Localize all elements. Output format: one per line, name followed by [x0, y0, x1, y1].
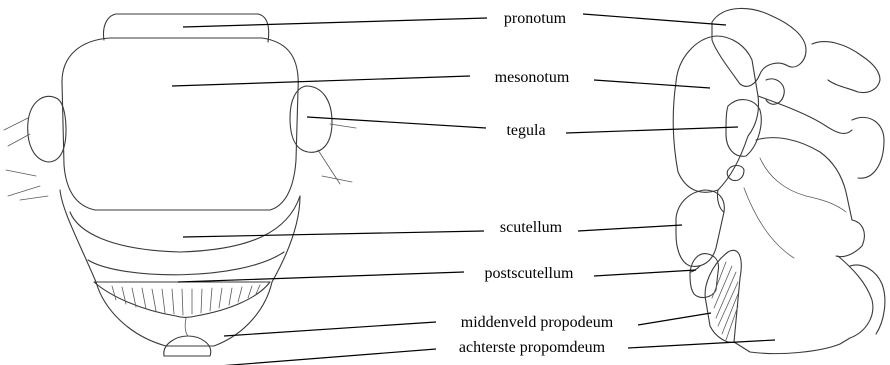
body-side-left — [60, 190, 96, 282]
wing-base-left — [4, 118, 48, 200]
dorsal-view — [4, 14, 356, 356]
leader-scutellum-left — [183, 231, 484, 237]
propodeum-middenveld-dorsal — [94, 282, 270, 318]
label-mesonotum: mesonotum — [495, 69, 570, 86]
label-middenveld-propodeum: middenveld propodeum — [461, 314, 614, 331]
leader-lines — [172, 14, 775, 365]
leader-tegula-left — [307, 117, 486, 128]
leader-achterste-left — [206, 349, 436, 365]
label-scutellum: scutellum — [500, 219, 563, 236]
leader-achterste-right — [628, 340, 775, 348]
mesopleuron-seam — [744, 158, 846, 258]
hind-lobe-lateral — [852, 117, 884, 178]
leader-middenveld-right — [638, 313, 711, 325]
label-pronotum: pronotum — [504, 10, 567, 27]
leader-pronotum-right — [583, 14, 726, 25]
label-tegula: tegula — [506, 122, 545, 139]
leader-postscutellum-left — [178, 272, 464, 282]
body-side-right — [272, 196, 300, 282]
leader-scutellum-right — [578, 225, 682, 231]
leader-pronotum-left — [183, 18, 487, 27]
tegula-left — [28, 96, 66, 162]
mesonotum-dorsal — [62, 38, 298, 210]
label-achterste-propomdeum: achterste propomdeum — [459, 339, 606, 356]
postscutellum-dorsal — [88, 252, 284, 275]
propodeum-striations — [112, 285, 260, 315]
leader-middenveld-left — [224, 322, 436, 336]
propodeum-middenveld-lateral — [705, 250, 741, 342]
scutellum-dorsal — [70, 196, 300, 252]
propodeum-groove — [185, 318, 188, 336]
mesonotum-lateral — [673, 36, 758, 192]
propodeum-striations-lateral — [712, 262, 738, 340]
leader-mesonotum-right — [594, 80, 710, 88]
axillary-sclerite — [727, 166, 744, 181]
wing-base-right — [318, 124, 356, 184]
leader-mesonotum-left — [172, 76, 470, 86]
leader-tegula-right — [566, 127, 738, 133]
back-plate-lateral — [734, 256, 873, 354]
pronotum-lateral — [712, 8, 806, 86]
dorsal-back-line — [758, 96, 852, 133]
postscutellum-lateral — [690, 254, 719, 298]
leader-postscutellum-right — [594, 270, 696, 276]
neck-lateral — [812, 42, 880, 93]
lateral-view — [673, 8, 885, 353]
labels: pronotum mesonotum tegula scutellum post… — [459, 10, 614, 356]
label-postscutellum: postscutellum — [485, 265, 574, 282]
